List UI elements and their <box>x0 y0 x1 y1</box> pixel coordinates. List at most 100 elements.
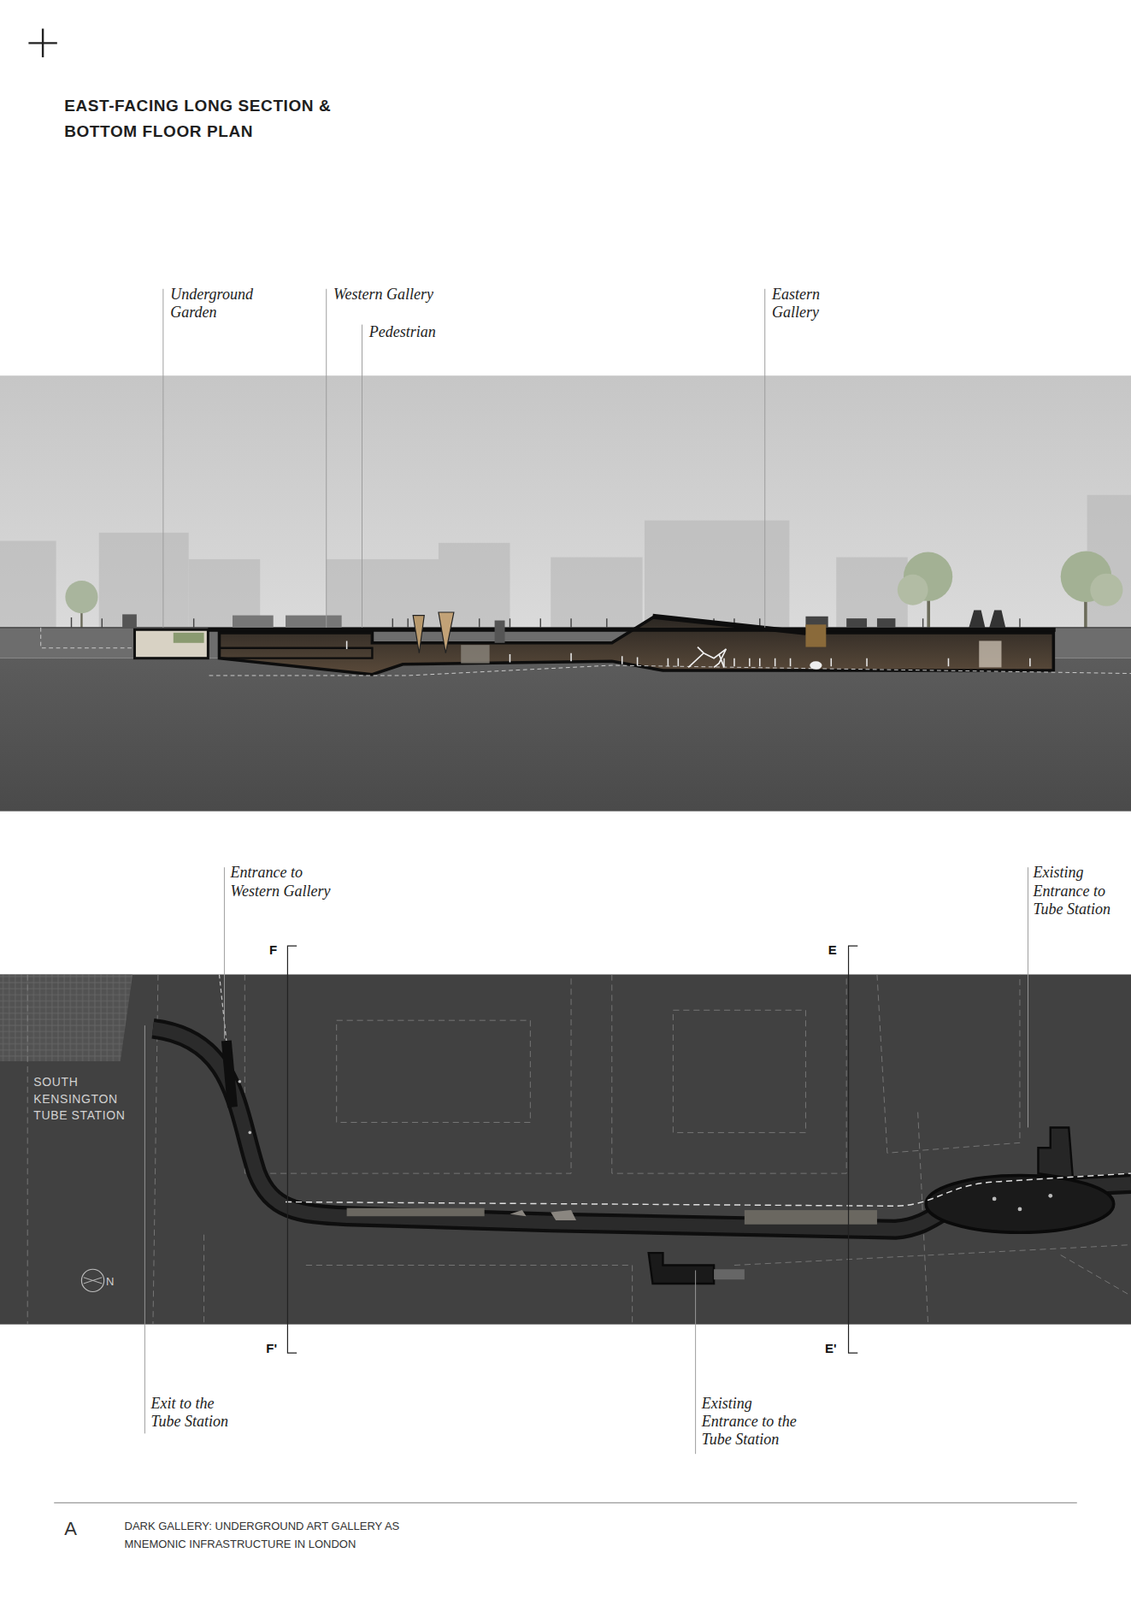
gallery-section <box>494 620 506 643</box>
section-cut-marks <box>287 945 858 1353</box>
pedestrians <box>71 617 1020 628</box>
section-mark: E' <box>824 1340 837 1355</box>
gallery-plan <box>1048 1193 1053 1198</box>
gallery-plan <box>992 1196 997 1202</box>
gallery-section <box>412 615 425 654</box>
callout-label: Entrance to Western Gallery <box>230 863 347 900</box>
floor-plan <box>0 973 1131 1324</box>
leader-lines <box>144 866 1028 1454</box>
long-section <box>0 658 1131 812</box>
gallery-plan <box>509 1209 577 1220</box>
street-furniture <box>877 618 896 628</box>
gallery-plan <box>238 1079 1054 1211</box>
leader-lines <box>144 1024 146 1433</box>
leader-lines <box>162 288 164 628</box>
project-caption: DARK GALLERY: UNDERGROUND ART GALLERY AS… <box>124 1517 416 1554</box>
north-arrow <box>83 1277 102 1284</box>
trees <box>64 580 98 613</box>
street-furniture <box>122 610 1006 628</box>
street-grid <box>27 973 29 1324</box>
section-mark: E <box>828 942 837 957</box>
cross-mark <box>28 29 57 58</box>
street-grid <box>27 973 1131 1324</box>
trees <box>64 550 1123 627</box>
pedestrians <box>71 617 1020 628</box>
station-label: SOUTH KENSINGTON TUBE STATION <box>33 1073 154 1125</box>
street-furniture <box>846 618 867 628</box>
street-furniture <box>122 613 137 628</box>
callout-label: Underground Garden <box>170 285 273 322</box>
long-section <box>0 375 1131 811</box>
street-grid <box>672 1009 806 1132</box>
footer-rule <box>53 1502 1078 1503</box>
gallery-section <box>207 627 1055 632</box>
leader-lines <box>1027 866 1029 1127</box>
section-cut-marks <box>287 945 297 1353</box>
city-silhouette <box>0 494 1131 628</box>
gallery-plan <box>247 1131 252 1135</box>
gallery-section <box>134 629 208 658</box>
gallery-section <box>209 665 1131 676</box>
sheet-letter: A <box>64 1517 77 1540</box>
callout-label: Exit to the Tube Station <box>151 1394 237 1431</box>
street-grid <box>336 1019 531 1122</box>
gallery-plan <box>648 1252 714 1284</box>
section-mark: F' <box>265 1340 277 1355</box>
street-grid <box>244 973 572 1173</box>
callout-label: Eastern Gallery <box>771 285 845 322</box>
leader-lines <box>163 288 766 628</box>
north-arrow <box>81 1268 104 1291</box>
north-arrow <box>81 1268 104 1291</box>
street-grid <box>877 973 1020 1153</box>
gallery-plan <box>925 1175 1114 1233</box>
street-grid <box>306 1264 633 1324</box>
gallery-plan <box>218 973 226 1041</box>
section-mark: F <box>269 942 277 957</box>
city-silhouette <box>0 540 57 627</box>
street-grid <box>612 973 847 1173</box>
callout-label: Existing Entrance to the Tube Station <box>701 1394 807 1450</box>
leader-lines <box>764 288 766 628</box>
cross-mark <box>28 29 57 58</box>
gallery-plan <box>1037 1126 1073 1179</box>
callout-label: Existing Entrance to Tube Station <box>1032 863 1122 919</box>
sculpture <box>809 660 822 670</box>
gallery-section <box>218 616 1054 675</box>
gallery-section <box>41 627 133 648</box>
street-furniture <box>232 615 274 628</box>
street-furniture <box>285 615 342 628</box>
city-silhouette <box>644 520 790 628</box>
leader-lines <box>695 1269 696 1454</box>
visitors <box>347 640 1031 666</box>
floor-plan <box>0 973 1131 1324</box>
gallery-section <box>460 644 489 663</box>
section-cut-marks <box>848 945 859 1353</box>
trees <box>1089 573 1123 607</box>
gallery-section <box>438 612 454 654</box>
city-silhouette <box>836 557 908 628</box>
city-silhouette <box>550 557 643 628</box>
gallery-section <box>218 647 372 659</box>
gallery-section <box>978 640 1002 667</box>
leader-lines <box>361 324 363 628</box>
sheet-title: EAST-FACING LONG SECTION & BOTTOM FLOOR … <box>64 93 385 146</box>
gallery-plan <box>347 1207 485 1217</box>
north-label: N <box>106 1274 114 1288</box>
skeleton-exhibit <box>688 647 726 668</box>
leader-lines <box>223 866 225 1038</box>
gallery-section <box>805 624 826 647</box>
gallery-plan <box>713 1268 745 1279</box>
gallery-plan <box>153 973 1131 1283</box>
callout-label: Pedestrian <box>369 323 436 342</box>
long-section <box>0 375 1131 628</box>
visitors <box>347 640 1031 666</box>
gallery-plan <box>744 1209 878 1225</box>
gallery-section <box>41 612 1131 676</box>
gallery-plan <box>285 1172 1131 1206</box>
floor-plan <box>0 973 133 1061</box>
gallery-section <box>652 616 806 633</box>
gallery-plan <box>226 1040 233 1108</box>
gallery-plan <box>1018 1206 1023 1211</box>
